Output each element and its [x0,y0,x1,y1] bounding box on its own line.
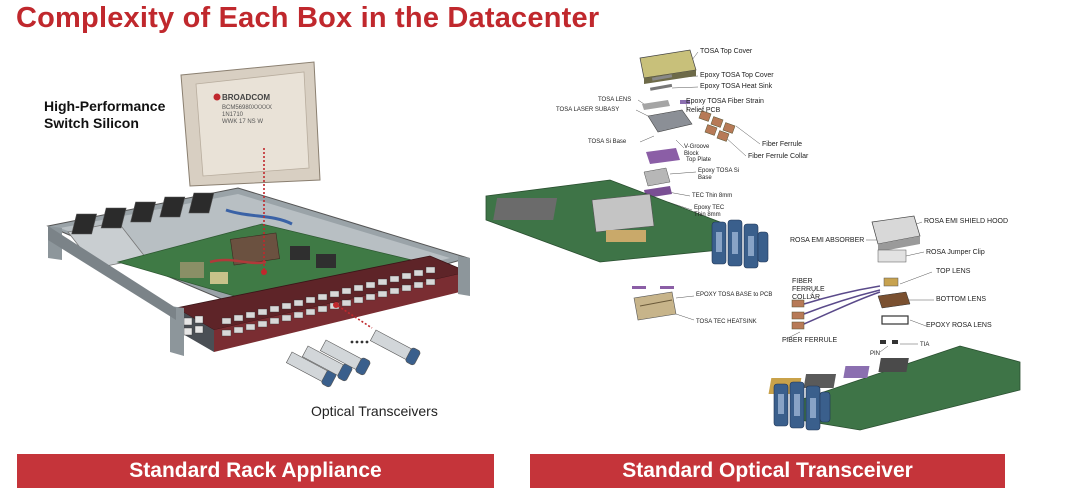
optical-transceiver-exploded-view [485,49,1021,431]
label-tosa-lens: TOSA LENS [598,97,632,103]
label-rosa-emi-shield-hood: ROSA EMI SHIELD HOOD [924,218,1009,225]
label-tosa-laser-subasy: TOSA LASER SUBASY [556,107,620,113]
label-bottom-lens: BOTTOM LENS [936,296,987,303]
label-epoxy-tec-thin: Epoxy TEC Thin 8mm [694,205,725,218]
label-epoxy-tosa-heat-sink: Epoxy TOSA Heat Sink [700,83,773,90]
label-top-lens: TOP LENS [936,268,971,275]
chip-part-line3: WWK 17 NS W [222,119,264,125]
chip-brand-label: BROADCOM [222,93,270,102]
page-title: Complexity of Each Box in the Datacenter [16,2,600,34]
label-epoxy-tosa-base-pcb: EPOXY TOSA BASE to PCB [696,292,773,298]
label-tec-thin: TEC Thin 8mm [692,193,733,199]
label-tosa-si-base: TOSA Si Base [588,139,627,145]
label-fiber-ferrule-collar: Fiber Ferrule Collar [748,153,809,160]
rack-appliance-illustration [46,61,470,388]
label-fiber-ferrule-collar-caps: FIBER FERRULE COLLAR [792,278,825,301]
optical-transceivers-label: Optical Transceivers [311,403,438,419]
chip-part-line2: 1N1710 [222,112,244,118]
label-epoxy-tosa-top-cover: Epoxy TOSA Top Cover [700,72,774,79]
label-pin: PIN [870,351,881,357]
label-vgroove-block: V-Groove Block [684,144,710,157]
label-epoxy-tosa-si-base: Epoxy TOSA Si Base [698,168,740,181]
label-tosa-top-cover: TOSA Top Cover [700,48,753,55]
label-epoxy-rosa-lens: EPOXY ROSA LENS [926,322,992,329]
label-epoxy-fiber-strain: Epoxy TOSA Fiber Strain [686,98,764,105]
switch-silicon-label-line2: Switch Silicon [44,115,139,131]
label-relief-pcb: Relief PCB [686,107,721,114]
label-fiber-ferrule-caps: FIBER FERRULE [782,337,838,344]
label-top-plate: Top Plate [686,157,712,163]
banner-standard-rack-appliance: Standard Rack Appliance [17,454,494,488]
switch-silicon-label-line1: High-Performance [44,98,166,114]
label-tosa-tec-heatsink: TOSA TEC HEATSINK [696,319,757,325]
label-rosa-jumper-clip: ROSA Jumper Clip [926,249,985,256]
label-fiber-ferrule: Fiber Ferrule [762,141,803,148]
label-rosa-emi-absorber: ROSA EMI ABSORBER [790,237,865,244]
banner-standard-optical-transceiver: Standard Optical Transceiver [530,454,1005,488]
label-tia: TIA [920,342,930,348]
chip-part-line1: BCM56980XXXXX [222,105,273,111]
